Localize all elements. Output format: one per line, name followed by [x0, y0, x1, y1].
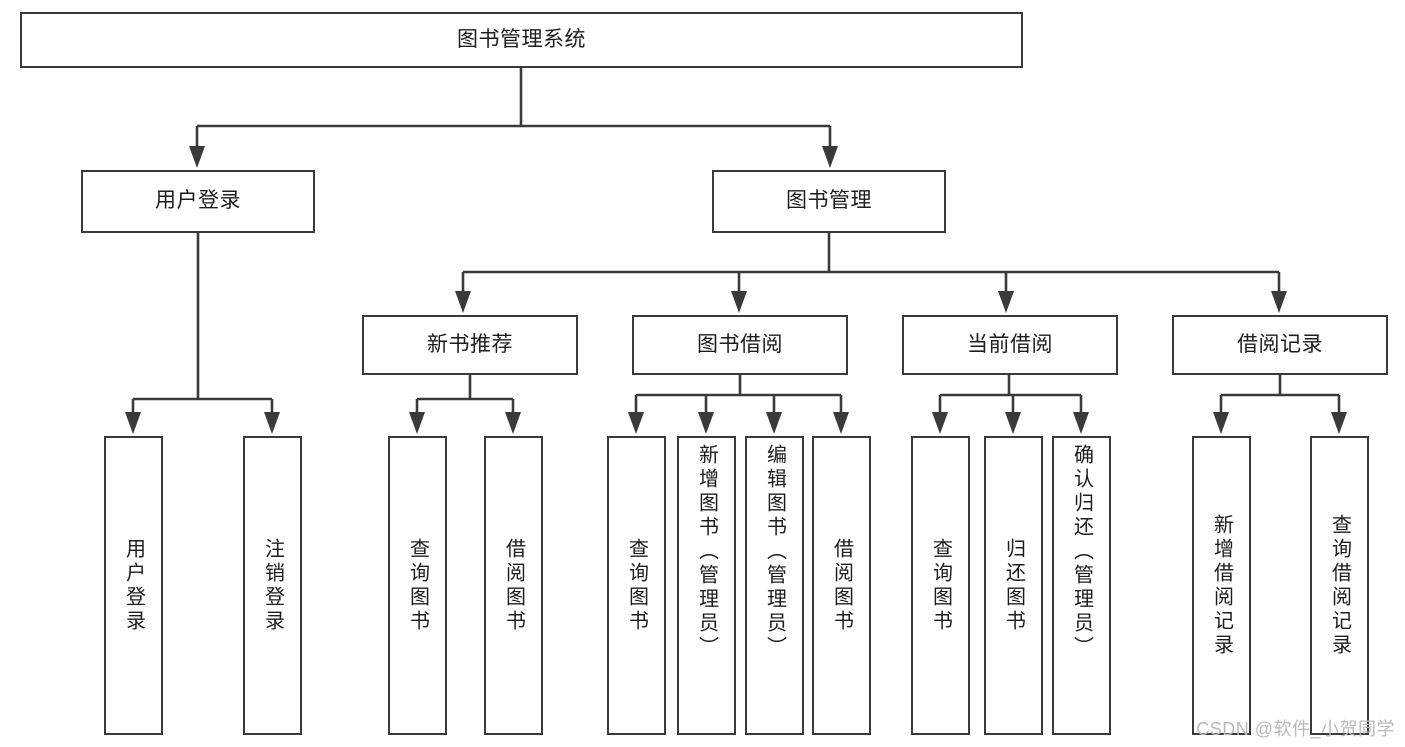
node-label-current-borrow: 当前借阅: [967, 332, 1053, 356]
node-user-login[interactable]: 用户登录: [81, 170, 315, 233]
connector-arrowhead: [822, 146, 838, 168]
node-leaf-query-book-1[interactable]: 查询图书: [388, 436, 447, 735]
node-label-book-manage: 图书管理: [786, 189, 872, 213]
node-root[interactable]: 图书管理系统: [20, 12, 1023, 68]
node-label-leaf-borrow-book-1: 借阅图书: [502, 537, 525, 634]
watermark-text: CSDN @软件_小贺同学: [1196, 719, 1395, 739]
node-label-root: 图书管理系统: [457, 27, 586, 51]
node-label-new-book-rec: 新书推荐: [427, 332, 513, 356]
node-leaf-add-book[interactable]: 新增图书（管理员）: [677, 436, 736, 735]
connector-arrowhead: [698, 412, 714, 434]
node-label-leaf-edit-book: 编辑图书（管理员）: [763, 444, 786, 660]
node-label-leaf-add-record: 新增借阅记录: [1210, 513, 1233, 658]
node-leaf-borrow-book-2[interactable]: 借阅图书: [812, 436, 871, 735]
node-label-leaf-confirm-return: 确认归还（管理员）: [1070, 444, 1093, 660]
connector-arrowhead: [766, 412, 782, 434]
connector-arrowhead: [264, 412, 280, 434]
node-label-leaf-logout: 注销登录: [261, 537, 284, 634]
node-new-book-rec[interactable]: 新书推荐: [362, 315, 578, 375]
node-current-borrow[interactable]: 当前借阅: [902, 315, 1118, 375]
node-label-leaf-borrow-book-2: 借阅图书: [830, 537, 853, 634]
node-book-manage[interactable]: 图书管理: [712, 170, 946, 233]
connector-arrowhead: [1213, 412, 1229, 434]
node-label-leaf-query-book-1: 查询图书: [406, 537, 429, 634]
node-leaf-confirm-return[interactable]: 确认归还（管理员）: [1052, 436, 1111, 735]
node-label-borrow-record: 借阅记录: [1237, 332, 1323, 356]
connector-arrowhead: [505, 412, 521, 434]
node-leaf-borrow-book-1[interactable]: 借阅图书: [484, 436, 543, 735]
connector-arrowhead: [932, 412, 948, 434]
connector-arrowhead: [1073, 412, 1089, 434]
node-label-leaf-add-book: 新增图书（管理员）: [695, 444, 718, 660]
node-leaf-return-book[interactable]: 归还图书: [984, 436, 1043, 735]
node-leaf-query-record[interactable]: 查询借阅记录: [1310, 436, 1369, 735]
node-label-leaf-user-login: 用户登录: [122, 537, 145, 634]
node-label-user-login: 用户登录: [155, 189, 241, 213]
node-leaf-logout[interactable]: 注销登录: [243, 436, 302, 735]
connector-arrowhead: [731, 291, 747, 313]
node-label-leaf-query-record: 查询借阅记录: [1328, 513, 1351, 658]
node-label-leaf-query-book-3: 查询图书: [929, 537, 952, 634]
connector-arrowhead: [833, 412, 849, 434]
connector-arrowhead: [455, 291, 471, 313]
node-leaf-query-book-3[interactable]: 查询图书: [911, 436, 970, 735]
connector-arrowhead: [189, 146, 205, 168]
node-leaf-query-book-2[interactable]: 查询图书: [607, 436, 666, 735]
node-label-leaf-query-book-2: 查询图书: [625, 537, 648, 634]
node-borrow-record[interactable]: 借阅记录: [1172, 315, 1388, 375]
node-book-borrow[interactable]: 图书借阅: [632, 315, 848, 375]
node-label-book-borrow: 图书借阅: [697, 332, 783, 356]
connector-arrowhead: [1271, 291, 1287, 313]
node-label-leaf-return-book: 归还图书: [1002, 537, 1025, 634]
node-leaf-edit-book[interactable]: 编辑图书（管理员）: [745, 436, 804, 735]
connector-arrowhead: [628, 412, 644, 434]
connector-arrowhead: [998, 291, 1014, 313]
node-leaf-user-login[interactable]: 用户登录: [104, 436, 163, 735]
connector-arrowhead: [1331, 412, 1347, 434]
connector-arrowhead: [409, 412, 425, 434]
node-leaf-add-record[interactable]: 新增借阅记录: [1192, 436, 1251, 735]
connector-arrowhead: [1005, 412, 1021, 434]
connector-arrowhead: [125, 412, 141, 434]
